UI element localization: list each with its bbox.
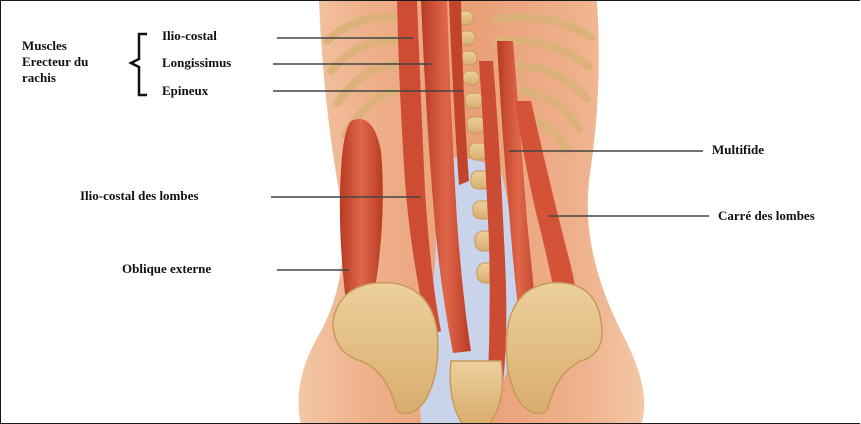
label-carre-des-lombes: Carré des lombes (718, 208, 815, 223)
group-label-line-3: rachis (22, 70, 56, 85)
group-label-line-2: Erecteur du (22, 54, 88, 69)
group-label-line-1: Muscles (22, 38, 67, 53)
label-epineux: Epineux (162, 83, 208, 98)
label-oblique-externe: Oblique externe (122, 261, 211, 276)
label-ilio-costal-des-lombes: Ilio-costal des lombes (80, 188, 198, 203)
label-ilio-costal: Ilio-costal (162, 28, 217, 43)
label-longissimus: Longissimus (162, 55, 231, 70)
label-multifide: Multifide (712, 142, 764, 157)
group-bracket (131, 34, 147, 95)
